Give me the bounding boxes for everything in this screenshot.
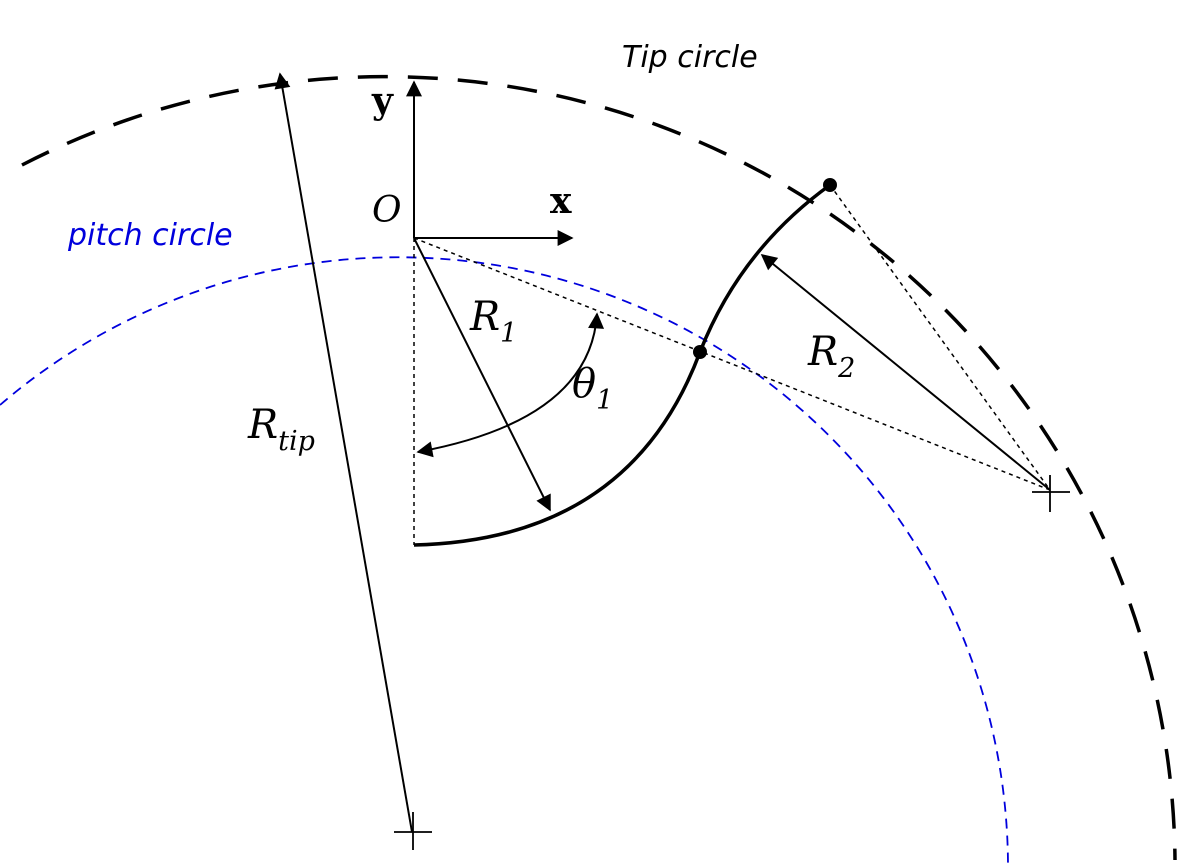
tip-circle-label: Tip circle — [622, 40, 758, 75]
tooth-profile-arc1 — [413, 351, 702, 547]
gear-center-cross-marker — [394, 812, 432, 850]
tip-point — [823, 178, 837, 192]
theta1-label: θ1 — [572, 361, 613, 416]
y-axis-label: y — [371, 80, 394, 122]
pitch-circle-label: pitch circle — [67, 218, 233, 253]
rtip-label: Rtip — [247, 402, 315, 457]
pitch-point — [693, 345, 707, 359]
construction-line-tip-to-center2 — [829, 184, 1051, 491]
tip-circle — [21, 74, 1177, 861]
r1-radius-arrow — [413, 237, 551, 512]
r1-label: R1 — [469, 294, 517, 349]
pitch-circle — [0, 256, 1009, 868]
rtip-radius-arrow — [274, 72, 413, 833]
theta1-angle-arc — [416, 312, 605, 458]
x-axis-label: x — [550, 180, 572, 222]
r2-label: R2 — [807, 329, 855, 384]
r2-radius-arrow — [760, 253, 1051, 491]
construction-line-o-to-center2 — [413, 237, 1051, 491]
center2-cross-marker — [1032, 475, 1070, 512]
origin-label: O — [372, 190, 402, 231]
tooth-profile-arc2 — [698, 183, 832, 353]
